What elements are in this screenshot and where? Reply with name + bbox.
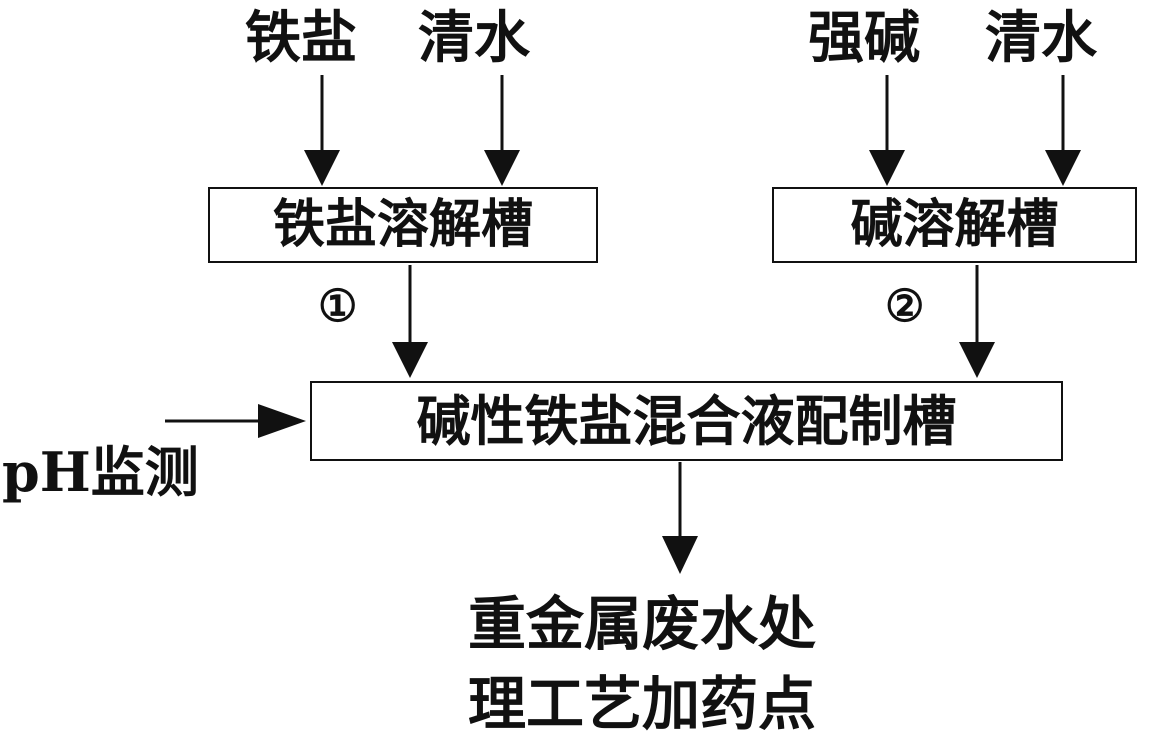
arrowhead-flow2 bbox=[959, 342, 995, 378]
output-line-2: 理工艺加药点 bbox=[468, 670, 817, 738]
arrowhead-flow1 bbox=[392, 342, 428, 378]
ph-monitor-label: pH监测 bbox=[2, 440, 199, 504]
iron-salt-dissolve-tank: 铁盐溶解槽 bbox=[208, 187, 598, 263]
alkaline-iron-salt-mix-tank-label: 碱性铁盐混合液配制槽 bbox=[416, 389, 957, 453]
input-water-left: 清水 bbox=[418, 5, 530, 71]
input-iron-salt: 铁盐 bbox=[245, 5, 357, 71]
alkaline-iron-salt-mix-tank: 碱性铁盐混合液配制槽 bbox=[310, 381, 1063, 461]
arrowhead-water-right bbox=[1045, 150, 1081, 186]
input-water-right: 清水 bbox=[985, 5, 1097, 71]
flow-marker-1: ① bbox=[318, 281, 358, 332]
input-strong-base: 强碱 bbox=[808, 5, 920, 71]
arrowhead-water-left bbox=[484, 150, 520, 186]
output-line-1: 重金属废水处 bbox=[468, 590, 817, 658]
iron-salt-dissolve-tank-label: 铁盐溶解槽 bbox=[272, 194, 533, 255]
arrowhead-output bbox=[662, 536, 698, 574]
arrowhead-strong-base bbox=[869, 150, 905, 186]
base-dissolve-tank: 碱溶解槽 bbox=[772, 187, 1137, 263]
arrowhead-iron-salt bbox=[304, 150, 340, 186]
flow-marker-2: ② bbox=[885, 281, 925, 332]
base-dissolve-tank-label: 碱溶解槽 bbox=[850, 194, 1059, 255]
arrowhead-ph bbox=[258, 404, 306, 438]
